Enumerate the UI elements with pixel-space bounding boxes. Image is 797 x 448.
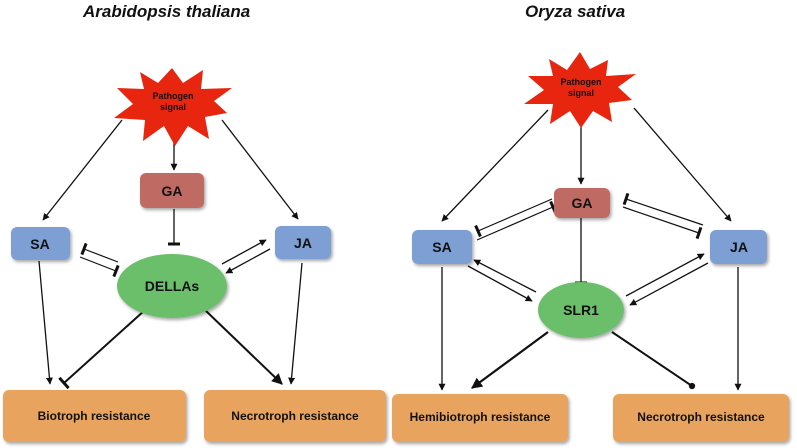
pathogen-label-line1-r: Pathogen [560,77,601,87]
ja-node-r: JA [710,230,767,264]
sa-label: SA [30,236,49,252]
edge-slr1-to-hemibiotroph [471,331,549,389]
pathogen-signal-node: Pathogen signal [114,68,232,146]
edge-dellas-to-necrotroph [204,309,283,385]
slr1-node: SLR1 [538,282,624,338]
biotroph-resistance-label: Biotroph resistance [38,409,151,423]
ga-node-r: GA [554,188,610,218]
edge-ga-inhibits-ja-r [622,206,703,240]
panel-arabidopsis: Pathogen signal GA SA JA DELLAs Biotroph… [3,68,386,442]
pathogen-signal-node-r: Pathogen signal [524,52,636,128]
sa-label-r: SA [432,239,451,255]
edge-sa-to-biotroph [38,260,53,385]
hemibiotroph-resistance-label: Hemibiotroph resistance [410,410,551,424]
edge-pathogen-to-sa-r [441,109,549,222]
edge-slr1-to-sa [473,259,537,293]
ga-label: GA [162,183,183,199]
edge-dellas-to-ja [221,239,267,265]
panel-oryza: Pathogen signal GA SA JA SLR1 Hemibiotro… [392,52,789,442]
biotroph-resistance-node: Biotroph resistance [3,390,186,442]
pathogen-star-r [524,52,636,128]
sa-node-r: SA [412,230,472,264]
edge-slr1-to-necrotroph-dot [611,331,696,390]
edge-ja-to-necrotroph [288,262,303,385]
edge-pathogen-to-sa [42,119,123,221]
necrotroph-resistance-node-left: Necrotroph resistance [204,390,386,442]
panel-title-arabidopsis: Arabidopsis thaliana [83,2,251,21]
pathogen-star [114,68,232,146]
ja-label-r: JA [730,239,748,255]
edge-sa-inhibits-dellas [79,256,120,278]
ga-label-r: GA [572,195,593,211]
hemibiotroph-resistance-node: Hemibiotroph resistance [392,394,568,442]
edge-ja-inhibits-ga-r [622,192,704,226]
edge-pathogen-to-ja-r [633,107,732,222]
panel-title-oryza: Oryza sativa [525,2,626,21]
ga-node: GA [140,173,204,208]
edge-ga-inhibits-sa-r [474,198,553,238]
edge-sa-to-slr1 [467,265,533,302]
edge-dellas-inhibits-sa [80,242,119,263]
pathogen-label-line2-r: signal [568,88,594,98]
edge-slr1-to-ja [625,253,705,297]
necrotroph-resistance-node-right: Necrotroph resistance [613,394,789,442]
dellas-label: DELLAs [145,278,200,294]
ja-label: JA [294,235,312,251]
pathogen-label-line2: signal [160,102,186,112]
edge-ja-to-slr1 [629,262,709,306]
edge-pathogen-to-ja [221,119,299,220]
dellas-node: DELLAs [117,254,227,318]
edge-sa-inhibits-ga-r [476,200,557,241]
sa-node: SA [11,227,70,260]
necrotroph-resistance-label-right: Necrotroph resistance [637,410,765,424]
edge-ja-to-dellas [225,248,271,274]
necrotroph-resistance-label-left: Necrotroph resistance [231,409,359,423]
slr1-label: SLR1 [563,302,599,318]
edge-dellas-inhibits-biotroph [58,309,146,390]
pathogen-label-line1: Pathogen [152,91,193,101]
ja-node: JA [275,226,331,259]
